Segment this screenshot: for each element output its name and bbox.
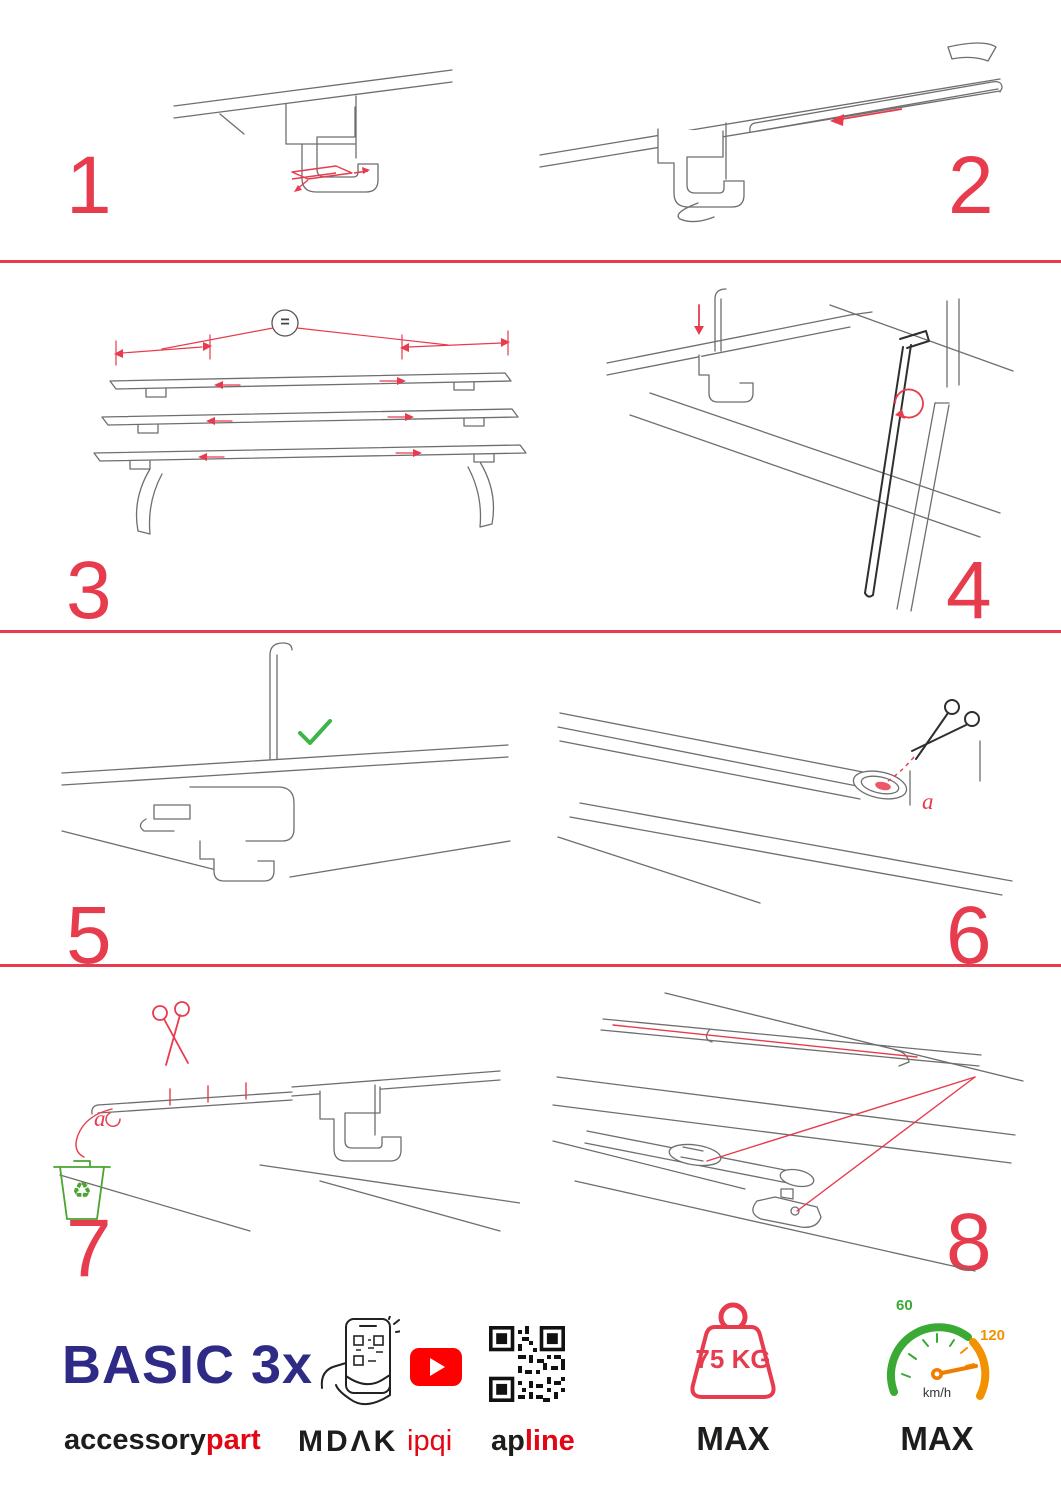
logo-ipqi: ipqi — [407, 1425, 453, 1457]
speedometer-icon — [886, 1323, 990, 1400]
apline-line-text: line — [524, 1425, 575, 1457]
step-3-number: 3 — [66, 545, 112, 636]
logo-apline: apline — [491, 1427, 575, 1456]
step-5-number: 5 — [66, 890, 112, 981]
step-6-cut-label: a — [922, 789, 934, 814]
section-divider-2 — [0, 630, 1061, 633]
checkmark-icon — [298, 719, 332, 745]
scissors-icon — [152, 1001, 190, 1066]
qr-code-icon — [489, 1326, 565, 1402]
brand-accessory-text: accessory — [64, 1424, 206, 1456]
weight-limit-value: 75 KG — [695, 1344, 771, 1374]
speed-scale-high: 120 — [980, 1327, 1006, 1344]
step-6-number: 6 — [946, 890, 992, 981]
weight-max-label: MAX — [696, 1420, 770, 1457]
recycle-icon: ♻ — [72, 1178, 92, 1203]
section-divider-3 — [0, 964, 1061, 967]
step-8-illustration — [552, 992, 1024, 1272]
scissors-icon — [911, 699, 980, 760]
step-1-number: 1 — [66, 140, 112, 231]
step-1-illustration — [173, 69, 453, 193]
step-5-illustration — [61, 642, 511, 882]
section-divider-1 — [0, 260, 1061, 263]
step-7-cut-label: a — [94, 1106, 106, 1131]
brand-part-text: part — [205, 1424, 261, 1456]
step-4-illustration — [606, 288, 1014, 612]
step-6-illustration — [557, 699, 1013, 904]
logo-mdak: MDΛK — [298, 1425, 399, 1458]
apline-ap-text: ap — [491, 1425, 525, 1457]
equal-spacing-label: = — [280, 314, 290, 331]
step-2-illustration — [539, 42, 1003, 223]
speed-scale-low: 60 — [896, 1297, 913, 1314]
brand-accessorypart: accessorypart — [64, 1426, 261, 1455]
youtube-icon — [410, 1348, 462, 1386]
phone-qr-scan-icon — [320, 1316, 400, 1406]
step-3-illustration — [93, 309, 527, 535]
product-name: BASIC 3x — [62, 1335, 314, 1395]
trash-bin-icon — [53, 1160, 111, 1220]
allen-key-icon — [864, 330, 930, 598]
step-2-number: 2 — [948, 140, 994, 231]
step-4-number: 4 — [946, 545, 992, 636]
speed-max-label: MAX — [900, 1420, 974, 1457]
step-7-number: 7 — [66, 1203, 112, 1294]
step-7-illustration — [53, 1001, 520, 1232]
weight-limit-icon — [690, 1302, 776, 1399]
speed-unit-label: km/h — [922, 1385, 952, 1400]
